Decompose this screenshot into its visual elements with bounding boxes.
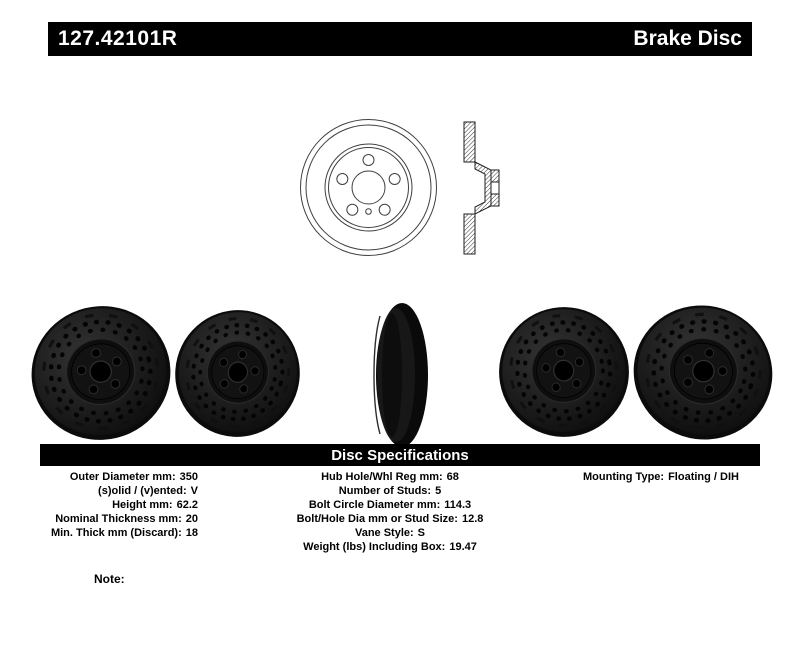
spec-row: Min. Thick mm (Discard):18 xyxy=(36,526,198,540)
spec-row: Mounting Type:Floating / DIH xyxy=(556,470,766,484)
rotor-photo-1 xyxy=(30,302,172,444)
rotor-photo-4 xyxy=(632,300,774,445)
spec-label: Nominal Thickness mm: xyxy=(55,513,182,525)
spec-row: Weight (lbs) Including Box:19.47 xyxy=(278,540,502,554)
spec-label: Hub Hole/Whl Reg mm: xyxy=(321,471,443,483)
spec-value: S xyxy=(417,527,426,539)
spec-column-left: Outer Diameter mm:350 (s)olid / (v)ented… xyxy=(36,470,198,540)
spec-label: Weight (lbs) Including Box: xyxy=(303,541,446,553)
rotor-photo-2 xyxy=(170,306,305,441)
spec-label: Min. Thick mm (Discard): xyxy=(50,527,182,539)
spec-value: 350 xyxy=(179,471,198,483)
spec-section-header: Disc Specifications xyxy=(40,444,760,466)
spec-value: 12.8 xyxy=(461,513,484,525)
part-number: 127.42101R xyxy=(58,27,178,50)
note-label: Note: xyxy=(94,572,125,586)
spec-value: 20 xyxy=(185,513,198,525)
spec-value: 68 xyxy=(446,471,459,483)
spec-column-right: Mounting Type:Floating / DIH xyxy=(556,470,766,484)
brake-disc-front-drawing xyxy=(300,119,437,256)
spec-value: Floating / DIH xyxy=(668,471,739,483)
rotor-photo-3 xyxy=(495,302,633,442)
spec-label: Height mm: xyxy=(112,499,173,511)
spec-label: Vane Style: xyxy=(354,527,414,539)
spec-row: Bolt Circle Diameter mm:114.3 xyxy=(278,498,502,512)
spec-row: Vane Style:S xyxy=(278,526,502,540)
spec-value: 19.47 xyxy=(449,541,477,553)
spec-label: Bolt/Hole Dia mm or Stud Size: xyxy=(296,513,458,525)
spec-label: Number of Studs: xyxy=(338,485,432,497)
spec-label: Mounting Type: xyxy=(583,471,665,483)
spec-row: Nominal Thickness mm:20 xyxy=(36,512,198,526)
spec-row: Hub Hole/Whl Reg mm:68 xyxy=(278,470,502,484)
spec-label: Bolt Circle Diameter mm: xyxy=(308,499,441,511)
spec-row: Bolt/Hole Dia mm or Stud Size:12.8 xyxy=(278,512,502,526)
brake-disc-section-drawing xyxy=(463,121,500,255)
spec-label: (s)olid / (v)ented: xyxy=(98,485,187,497)
spec-row: Outer Diameter mm:350 xyxy=(36,470,198,484)
spec-label: Outer Diameter mm: xyxy=(69,471,176,483)
spec-row: (s)olid / (v)ented:V xyxy=(36,484,198,498)
spec-value: V xyxy=(190,485,198,497)
spec-value: 5 xyxy=(435,485,442,497)
rotor-edge-photo xyxy=(373,303,428,447)
spec-column-middle: Hub Hole/Whl Reg mm:68 Number of Studs:5… xyxy=(278,470,502,554)
header-bar: 127.42101R Brake Disc xyxy=(48,22,752,56)
spec-value: 114.3 xyxy=(444,499,472,511)
spec-section-title: Disc Specifications xyxy=(331,446,469,464)
spec-row: Number of Studs:5 xyxy=(278,484,502,498)
spec-value: 62.2 xyxy=(176,499,198,511)
product-title: Brake Disc xyxy=(633,27,742,50)
spec-row: Height mm:62.2 xyxy=(36,498,198,512)
spec-value: 18 xyxy=(185,527,198,539)
